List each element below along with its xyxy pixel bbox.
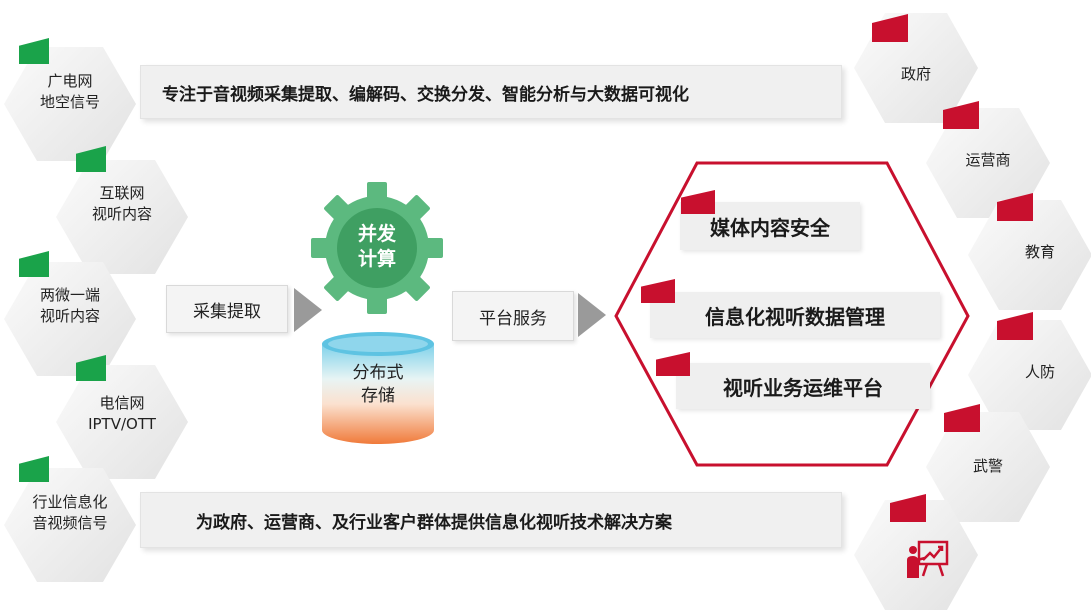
client-tab-3 xyxy=(997,312,1033,340)
source-label-4: 行业信息化 音视频信号 xyxy=(32,493,108,532)
source-hex-0 xyxy=(4,47,136,161)
source-tab-0 xyxy=(19,38,49,64)
gear-label: 并发 计算 xyxy=(357,223,396,270)
source-hex-2 xyxy=(4,262,136,376)
source-hex-1 xyxy=(56,160,188,274)
service-item-2: 视听业务运维平台 xyxy=(676,363,930,409)
storage-cylinder-icon xyxy=(322,332,434,444)
source-label-1: 互联网 视听内容 xyxy=(91,184,152,223)
bottom-banner-text: 为政府、运营商、及行业客户群体提供信息化视听技术解决方案 xyxy=(196,513,672,533)
gear-icon xyxy=(311,182,443,314)
platform-arrow xyxy=(578,293,606,337)
client-label-3: 人防 xyxy=(1024,363,1055,381)
service-item-1: 信息化视听数据管理 xyxy=(650,292,940,338)
client-label-0: 政府 xyxy=(900,65,931,83)
top-banner-text: 专注于音视频采集提取、编解码、交换分发、智能分析与大数据可视化 xyxy=(162,85,689,105)
source-hex-4 xyxy=(4,468,136,582)
client-label-1: 运营商 xyxy=(965,151,1011,169)
source-hex-3 xyxy=(56,365,188,479)
client-label-4: 武警 xyxy=(972,457,1003,475)
bottom-banner xyxy=(140,492,842,548)
source-tab-4 xyxy=(19,456,49,482)
storage-label: 分布式 存储 xyxy=(352,363,404,406)
source-label-3: 电信网 IPTV/OTT xyxy=(88,394,156,433)
source-label-0: 广电网 地空信号 xyxy=(39,72,100,111)
source-label-2: 两微一端 视听内容 xyxy=(39,286,100,325)
collect-box: 采集提取 xyxy=(166,285,288,333)
top-banner xyxy=(140,65,842,119)
presentation-icon xyxy=(907,540,949,578)
client-label-2: 教育 xyxy=(1024,243,1055,261)
platform-box: 平台服务 xyxy=(452,291,574,341)
source-tab-2 xyxy=(19,251,49,277)
client-tab-5 xyxy=(890,494,926,522)
